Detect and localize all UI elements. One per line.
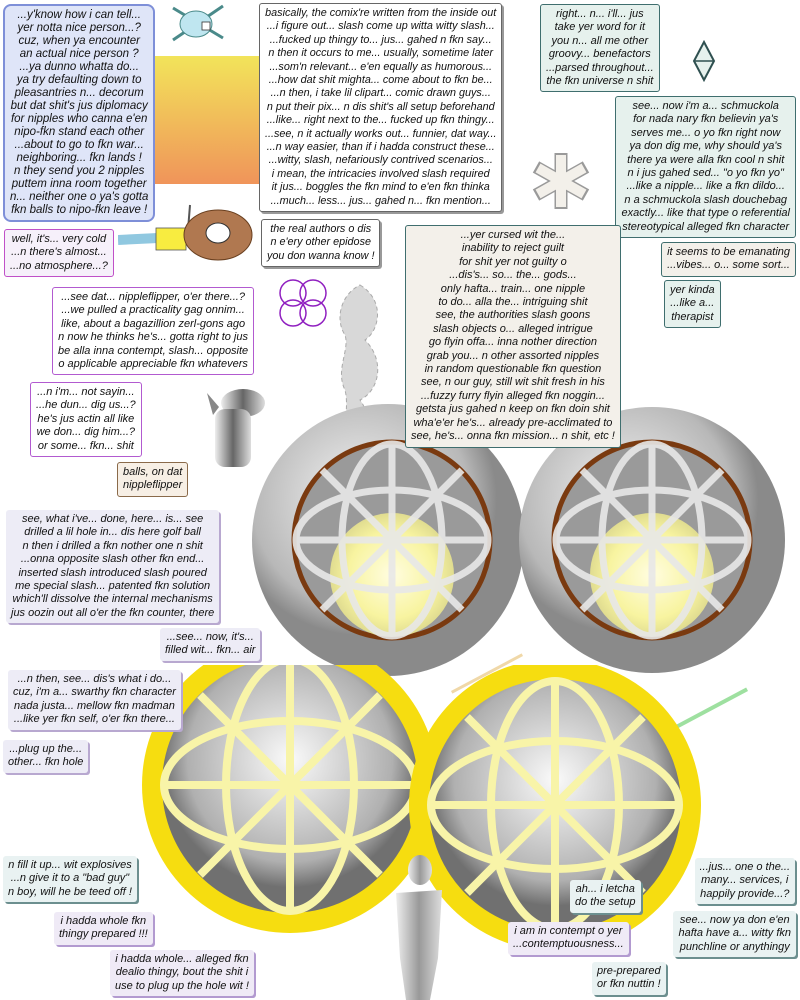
speech-bubble: i hadda whole... alleged fkn dealio thin… bbox=[110, 950, 254, 997]
speech-bubble: n fill it up... wit explosives ...n give… bbox=[3, 856, 137, 903]
skull-crossbones-icon bbox=[172, 4, 224, 42]
golf-ball-gray-left bbox=[252, 404, 524, 676]
speech-bubble: it seems to be emanating ...vibes... o..… bbox=[661, 242, 796, 277]
speech-bubble: i hadda whole fkn thingy prepared !!! bbox=[54, 912, 153, 945]
speech-bubble: the real authors o dis n e'ery other epi… bbox=[261, 219, 381, 268]
speech-bubble: ...see... now, it's... filled wit... fkn… bbox=[160, 628, 261, 661]
speech-bubble: well, it's... very cold ...n there's alm… bbox=[4, 229, 114, 278]
golf-ball-yellow-right bbox=[409, 665, 701, 951]
asterisk-icon bbox=[532, 153, 590, 209]
speech-bubble: ...yer cursed wit the... inability to re… bbox=[405, 225, 621, 448]
speech-bubble: pre-prepared or fkn nuttin ! bbox=[592, 962, 666, 995]
speech-bubble: right... n... i'll... jus take yer word … bbox=[540, 4, 660, 93]
silver-statue-figure bbox=[396, 855, 442, 1000]
speech-bubble: ...jus... one o the... many... services,… bbox=[694, 858, 795, 905]
speech-bubble: ah... i letcha do the setup bbox=[570, 880, 641, 913]
woman-figure-icon bbox=[118, 204, 253, 261]
speech-bubble: yer kinda ...like a... therapist bbox=[664, 280, 721, 329]
chrome-dog-figure bbox=[207, 389, 265, 467]
speech-bubble: basically, the comix're written from the… bbox=[259, 3, 503, 213]
speech-bubble: ...plug up the... other... fkn hole bbox=[3, 740, 89, 773]
speech-bubble: i am in contempt o yer ...contemptuousne… bbox=[508, 922, 629, 955]
speech-bubble: ...n i'm... not sayin... ...he dun... di… bbox=[30, 382, 142, 458]
diamond-icon bbox=[692, 40, 716, 82]
gradient-panel bbox=[154, 56, 260, 184]
speech-bubble: ...see dat... nippleflipper, o'er there.… bbox=[52, 287, 255, 376]
golf-ball-gray-right bbox=[519, 407, 785, 673]
speech-bubble: ...y'know how i can tell... yer notta ni… bbox=[3, 4, 156, 222]
four-circle-flower-icon bbox=[279, 279, 327, 327]
speech-bubble: balls, on dat nippleflipper bbox=[117, 462, 189, 497]
speech-bubble: see... now ya don e'en hafta have a... w… bbox=[673, 911, 796, 958]
golf-ball-yellow-left bbox=[142, 665, 438, 933]
speech-bubble: ...n then, see... dis's what i do... cuz… bbox=[8, 670, 181, 730]
speech-bubble: see, what i've... done, here... is... se… bbox=[6, 510, 220, 624]
speech-bubble: see... now i'm a... schmuckola for nada … bbox=[615, 96, 796, 239]
